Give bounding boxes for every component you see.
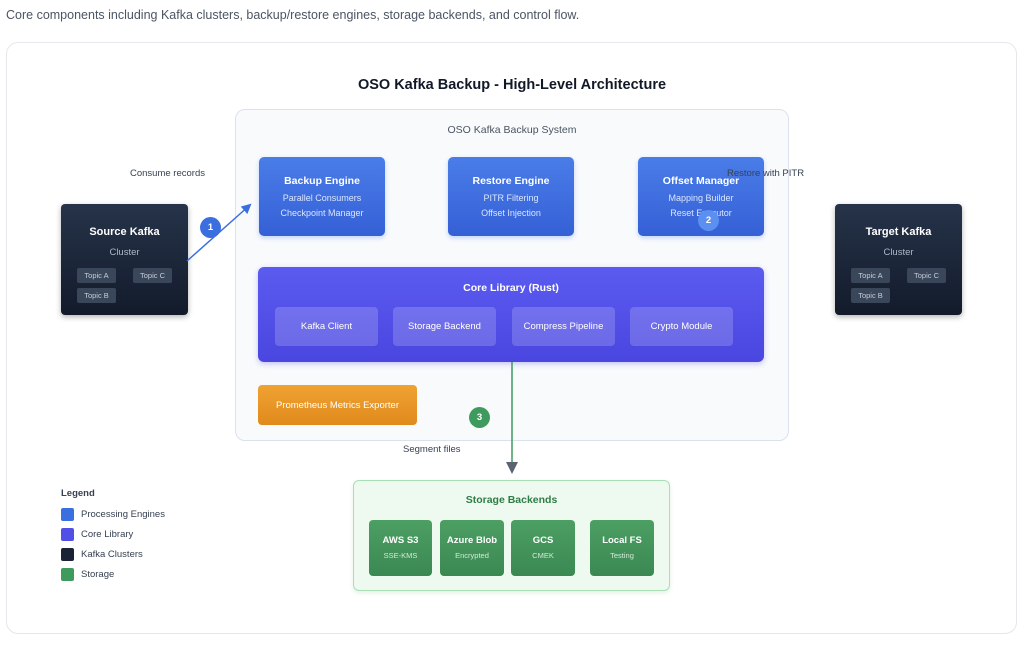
page-caption: Core components including Kafka clusters…: [6, 8, 580, 22]
backend-name: Local FS: [602, 535, 642, 546]
edge-label-consume: Consume records: [130, 168, 205, 179]
backup-engine-line: Parallel Consumers: [282, 193, 362, 203]
storage-backend-azure-blob[interactable]: Azure Blob Encrypted: [440, 520, 504, 576]
legend-label: Storage: [81, 568, 115, 580]
topic-chip: Topic A: [77, 268, 116, 283]
source-kafka-cluster[interactable]: Source Kafka Cluster Topic A Topic C Top…: [61, 204, 188, 315]
offset-manager-line: Mapping Builder: [668, 193, 734, 203]
storage-backend-gcs[interactable]: GCS CMEK: [511, 520, 575, 576]
legend-swatch: [61, 547, 74, 561]
storage-backend-module[interactable]: Storage Backend: [393, 307, 496, 346]
crypto-module[interactable]: Crypto Module: [630, 307, 733, 346]
legend-label: Processing Engines: [81, 508, 165, 520]
legend-item-kafka: Kafka Clusters: [61, 547, 143, 561]
offset-manager-title: Offset Manager: [662, 175, 740, 187]
legend-item-core: Core Library: [61, 527, 133, 541]
backup-engine-title: Backup Engine: [284, 175, 360, 187]
core-library-title: Core Library (Rust): [463, 282, 559, 294]
legend-label: Core Library: [81, 528, 134, 540]
storage-backend-aws-s3[interactable]: AWS S3 SSE-KMS: [369, 520, 432, 576]
topic-chip: Topic B: [851, 288, 890, 303]
topic-chip: Topic C: [907, 268, 946, 283]
edge-label-restore: Restore with PITR: [727, 168, 805, 179]
backup-system-label: OSO Kafka Backup System: [447, 124, 577, 136]
prometheus-metrics-exporter[interactable]: Prometheus Metrics Exporter: [258, 385, 417, 425]
compress-pipeline-module[interactable]: Compress Pipeline: [512, 307, 615, 346]
source-kafka-subtitle: Cluster: [109, 247, 140, 258]
target-kafka-subtitle: Cluster: [883, 247, 914, 258]
edge-label-segment: Segment files: [403, 444, 461, 455]
backend-note: Encrypted: [455, 551, 489, 560]
topic-chip: Topic A: [851, 268, 890, 283]
step-badge-2: 2: [698, 210, 719, 231]
target-kafka-title: Target Kafka: [865, 226, 932, 238]
legend-swatch: [61, 507, 74, 521]
restore-engine-title: Restore Engine: [472, 175, 550, 187]
topic-chip: Topic C: [133, 268, 172, 283]
topic-chip: Topic B: [77, 288, 116, 303]
backend-name: Azure Blob: [446, 535, 498, 546]
backup-engine-box[interactable]: Backup Engine Parallel Consumers Checkpo…: [259, 157, 385, 236]
legend-item-storage: Storage: [61, 567, 114, 581]
backend-note: CMEK: [532, 551, 554, 560]
backend-note: Testing: [610, 551, 634, 560]
storage-backends-title: Storage Backends: [465, 494, 558, 506]
legend-item-processing: Processing Engines: [61, 507, 165, 521]
core-library-box[interactable]: [258, 267, 764, 362]
restore-engine-line: Offset Injection: [481, 208, 541, 218]
step-badge-1: 1: [200, 217, 221, 238]
source-kafka-title: Source Kafka: [89, 226, 160, 238]
legend-title: Legend: [61, 488, 95, 499]
legend-swatch: [61, 527, 74, 541]
restore-engine-box[interactable]: Restore Engine PITR Filtering Offset Inj…: [448, 157, 574, 236]
target-kafka-cluster[interactable]: Target Kafka Cluster Topic A Topic C Top…: [835, 204, 962, 315]
step-badge-3: 3: [469, 407, 490, 428]
legend-swatch: [61, 567, 74, 581]
backend-name: GCS: [532, 535, 554, 546]
backup-engine-line: Checkpoint Manager: [280, 208, 364, 218]
kafka-client-module[interactable]: Kafka Client: [275, 307, 378, 346]
backend-name: AWS S3: [382, 535, 419, 546]
restore-engine-line: PITR Filtering: [483, 193, 539, 203]
backend-note: SSE-KMS: [383, 551, 418, 560]
diagram-title: OSO Kafka Backup - High-Level Architectu…: [357, 77, 667, 93]
legend-label: Kafka Clusters: [81, 548, 143, 560]
storage-backend-local-fs[interactable]: Local FS Testing: [590, 520, 654, 576]
